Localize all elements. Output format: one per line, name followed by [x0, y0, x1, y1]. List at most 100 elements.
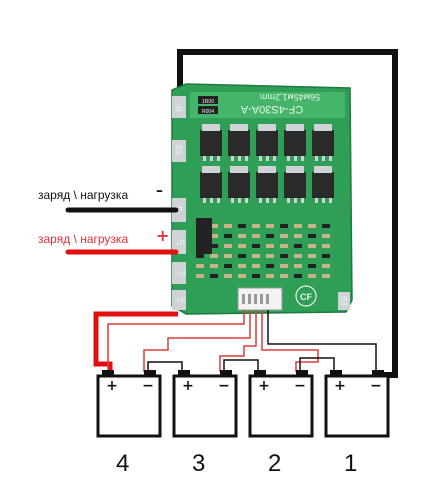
battery-minus-sign: −	[370, 378, 382, 394]
mosfet-tab	[314, 124, 332, 131]
mosfet	[312, 172, 334, 198]
smd-part	[322, 264, 330, 268]
smd-part	[210, 224, 218, 228]
main-positive-wire	[93, 311, 178, 374]
label-p-minus: P-	[174, 206, 183, 214]
smd-part	[308, 234, 316, 238]
mosfet-pin	[259, 198, 262, 203]
battery-minus-sign: −	[294, 378, 306, 394]
label-b3: B3	[339, 296, 348, 306]
smd-part	[266, 254, 274, 258]
mosfet-tab	[202, 124, 220, 131]
label-p-plus: +P	[175, 239, 185, 248]
mosfet	[256, 130, 278, 156]
mosfet-pin	[203, 198, 206, 203]
cell-links	[147, 357, 335, 372]
battery-minus-terminal	[372, 370, 384, 376]
mosfet-tab	[230, 166, 248, 173]
smd-part	[294, 234, 302, 238]
smd-part	[238, 264, 246, 268]
battery-cell: +−	[324, 370, 390, 438]
connector-pin	[260, 294, 263, 304]
smd-part	[252, 244, 260, 248]
smd-part	[294, 274, 302, 278]
smd-part	[322, 234, 330, 238]
load-positive-sign: +	[156, 226, 170, 245]
smd-part	[252, 274, 260, 278]
mosfet-pin	[322, 156, 325, 161]
mosfet-pin	[287, 198, 290, 203]
mosfet-pin	[266, 198, 269, 203]
mosfet-pin	[238, 156, 241, 161]
smd-components	[196, 218, 330, 278]
connector-pin	[242, 294, 245, 304]
mosfet-pin	[238, 198, 241, 203]
smd-part	[224, 224, 232, 228]
resistor-2-text: R004	[202, 109, 214, 115]
battery-minus-sign: −	[218, 378, 230, 394]
smd-part	[280, 234, 288, 238]
battery-plus-terminal	[254, 370, 266, 376]
mosfet-array	[200, 124, 334, 203]
mosfet-pin	[301, 156, 304, 161]
label-b2: B2	[174, 145, 183, 155]
smd-part	[280, 254, 288, 258]
mosfet-pin	[329, 156, 332, 161]
battery-number: 3	[192, 450, 206, 477]
smd-part	[210, 244, 218, 248]
smd-part	[238, 254, 246, 258]
mosfet-pin	[259, 156, 262, 161]
balance-wire-2	[143, 310, 251, 372]
smd-part	[280, 244, 288, 248]
control-ic	[196, 218, 212, 254]
smd-part	[224, 234, 232, 238]
smd-part	[308, 274, 316, 278]
battery-body	[248, 374, 314, 438]
balance-wire-3	[219, 310, 257, 372]
load-negative-sign: –	[156, 183, 163, 199]
cell-link-3-2	[223, 359, 259, 372]
smd-part	[210, 274, 218, 278]
mosfet-pin	[287, 156, 290, 161]
battery-number: 1	[344, 450, 358, 477]
smd-part	[252, 224, 260, 228]
battery-pack: +−+−+−+−	[96, 370, 390, 438]
pad-p-minus	[172, 198, 186, 222]
smd-part	[322, 224, 330, 228]
pad-b-minus	[172, 96, 186, 118]
mosfet-pin	[315, 198, 318, 203]
smd-part	[308, 264, 316, 268]
smd-part	[238, 274, 246, 278]
smd-part	[294, 224, 302, 228]
battery-minus-terminal	[144, 370, 156, 376]
mosfet-pin	[231, 198, 234, 203]
connector-pin	[266, 294, 269, 304]
shunt-resistor-2	[198, 106, 218, 114]
mosfet-pin	[322, 198, 325, 203]
battery-plus-terminal	[178, 370, 190, 376]
cf-logo	[295, 285, 317, 307]
smd-part	[196, 274, 204, 278]
mosfet-pin	[294, 198, 297, 203]
battery-plus-sign: +	[258, 378, 270, 394]
balance-wire-4	[261, 310, 319, 372]
battery-plus-sign: +	[106, 378, 118, 394]
pad-b3	[338, 292, 350, 310]
mosfet-pin	[217, 198, 220, 203]
smd-part	[266, 244, 274, 248]
battery-cell: +−	[172, 370, 238, 438]
battery-body	[324, 374, 390, 438]
mosfet	[200, 130, 222, 156]
cf-logo-text: CF	[300, 292, 312, 302]
mosfet	[200, 172, 222, 198]
pad-b2	[172, 140, 186, 162]
battery-body	[172, 374, 238, 438]
mosfet-tab	[286, 166, 304, 173]
battery-number: 2	[268, 450, 282, 477]
smd-part	[322, 254, 330, 258]
smd-part	[210, 264, 218, 268]
battery-minus-terminal	[220, 370, 232, 376]
battery-plus-sign: +	[182, 378, 194, 394]
pad-p-plus	[172, 230, 186, 254]
